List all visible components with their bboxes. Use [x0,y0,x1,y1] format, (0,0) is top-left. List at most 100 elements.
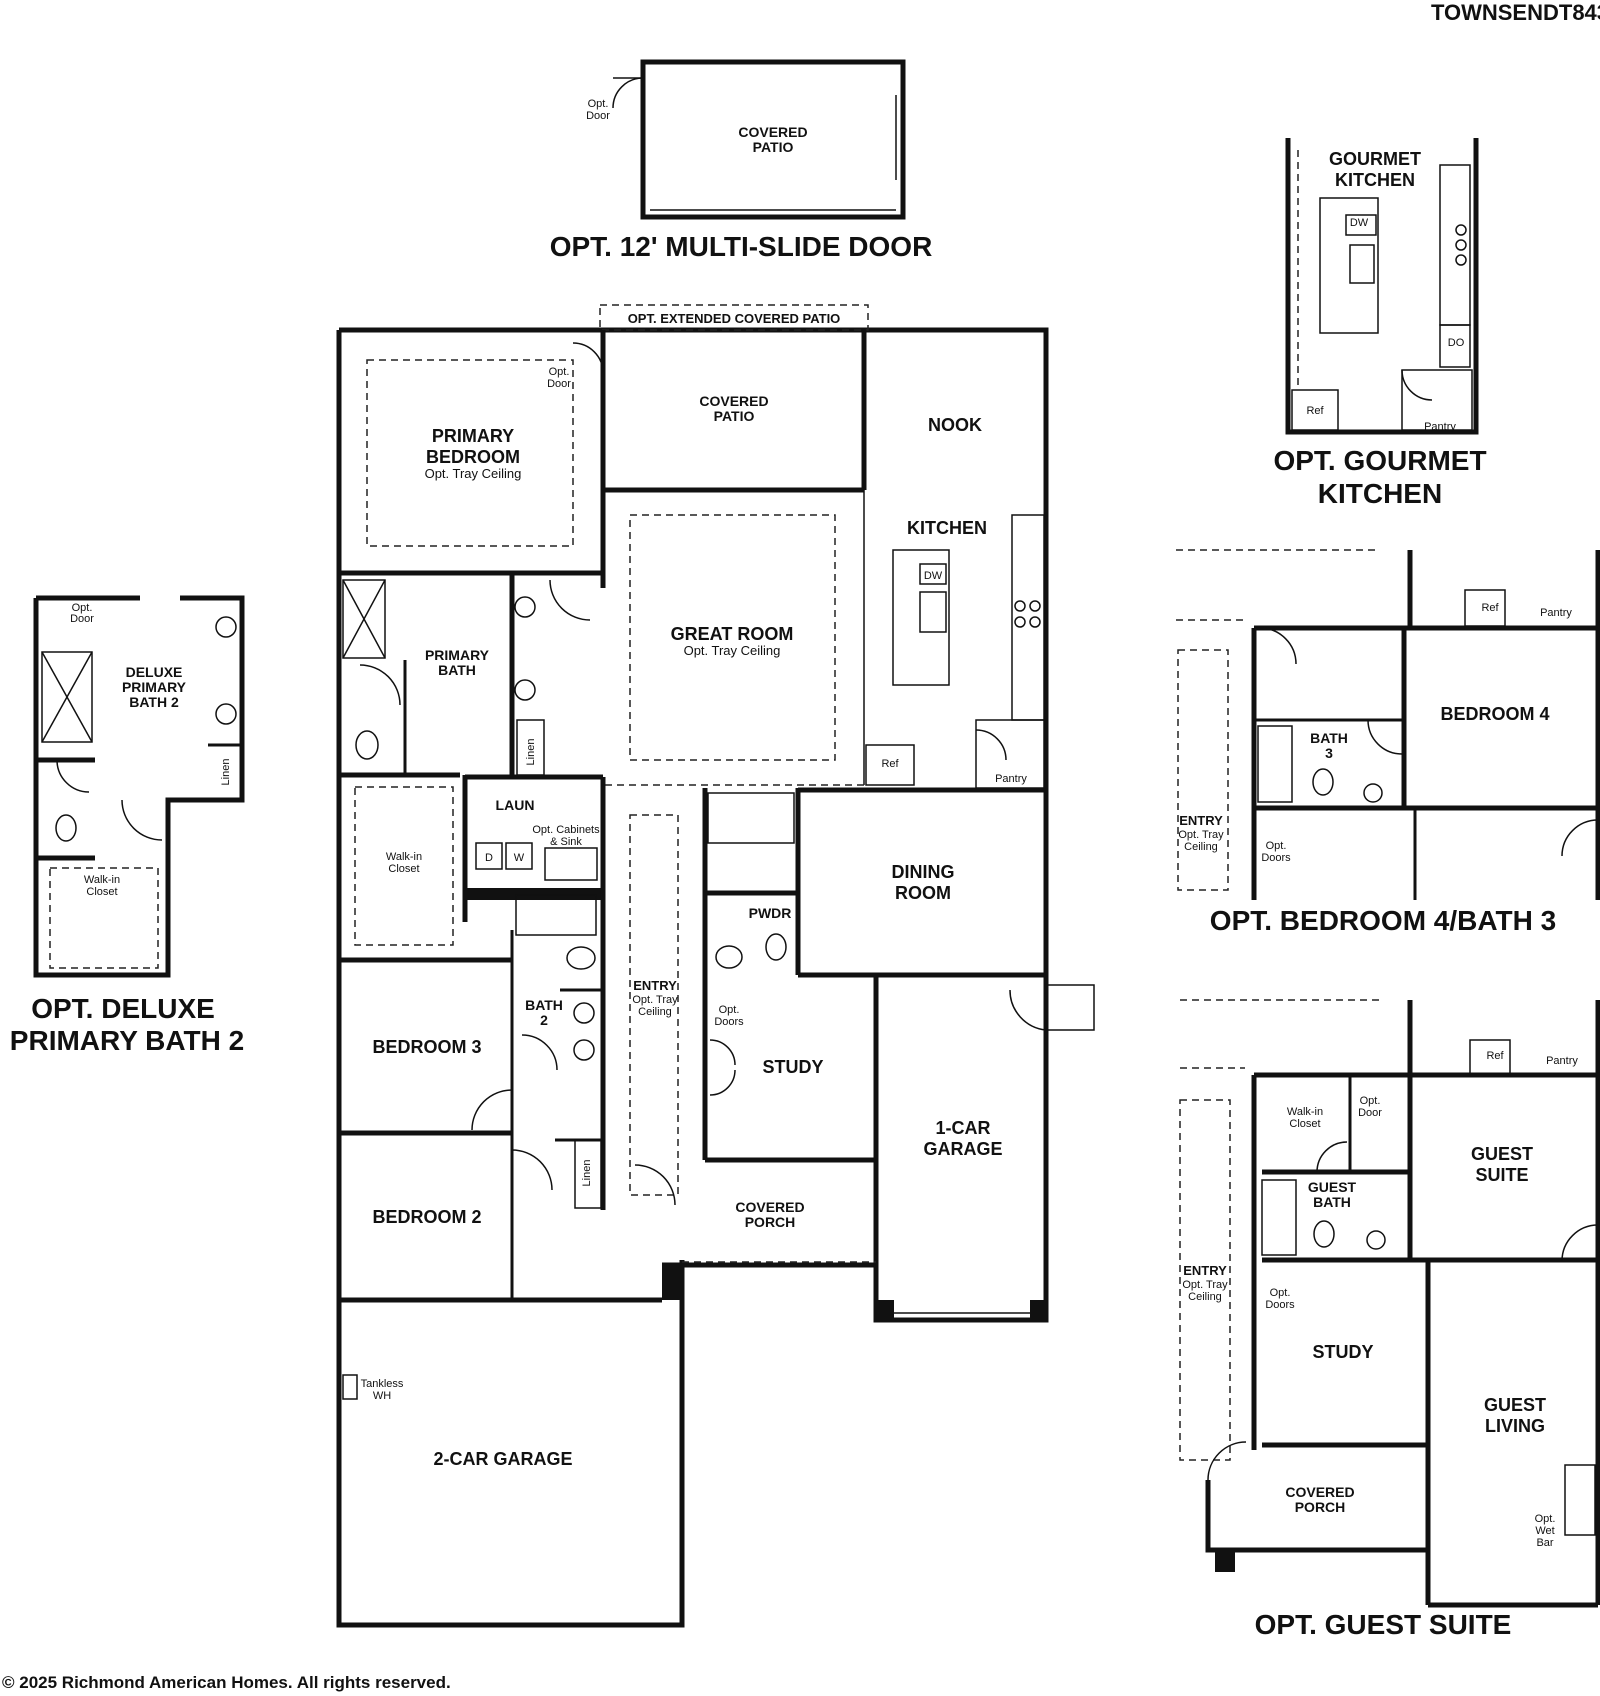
nook-label: NOOK [928,415,982,435]
opt-door-label: Opt. [588,98,609,110]
covered-porch-label: COVERED [735,1199,804,1215]
entry-label: Opt. Tray [1178,829,1224,841]
linen-label: Linen [581,1160,593,1187]
covered-porch-label: COVERED [1285,1484,1354,1500]
copyright: © 2025 Richmond American Homes. All righ… [2,1673,451,1692]
walk-in-closet-label: Walk-in [1287,1106,1323,1118]
opt-door-label: Opt. [72,602,93,614]
ref-label: Ref [1486,1050,1504,1062]
bath2-label: 2 [540,1012,548,1028]
opt-door-label: Door [70,613,94,625]
gourmet-kitchen-label: KITCHEN [1335,170,1415,190]
deluxe-bath-label: BATH 2 [129,694,179,710]
tray-ceiling-label: Opt. Tray Ceiling [425,466,522,481]
garage1-label: 1-CAR [935,1118,990,1138]
opt-door-label: Door [547,378,571,390]
opt-doors-label: Doors [1265,1299,1295,1311]
great-room-label: GREAT ROOM [671,624,794,644]
opt-doors-label: Opt. [719,1004,740,1016]
opt-door-label: Door [586,110,610,122]
dryer-label: D [485,852,493,864]
walk-in-closet-label: Walk-in [386,851,422,863]
powder-room-label: PWDR [749,905,792,921]
covered-patio-label: PATIO [714,408,755,424]
opt-doors-label: Opt. [1270,1287,1291,1299]
extended-patio-label: OPT. EXTENDED COVERED PATIO [628,311,841,326]
dining-room-label: DINING [892,862,955,882]
entry-label: ENTRY [1179,813,1223,828]
primary-bath-label: PRIMARY [425,647,490,663]
entry-label: ENTRY [1183,1263,1227,1278]
guest-living-label: GUEST [1484,1395,1546,1415]
laundry-label: LAUN [496,797,535,813]
opt-doors-label: Opt. [1266,840,1287,852]
option-title-gourmet: OPT. GOURMET [1273,445,1486,476]
plan-code: TOWNSENDT843 [1431,0,1600,25]
option-title-guest-suite: OPT. GUEST SUITE [1255,1609,1512,1640]
main-floor-plan: OPT. EXTENDED COVERED PATIO Opt. Door PR… [336,304,1095,1628]
linen-label: Linen [220,759,232,786]
pantry-label: Pantry [1540,607,1572,619]
opt-door-label: Opt. [549,366,570,378]
covered-porch-label: PORCH [1295,1499,1346,1515]
option-title-gourmet: KITCHEN [1318,478,1442,509]
entry-label: Ceiling [1184,841,1218,853]
tankless-wh-label: Tankless [361,1378,404,1390]
deluxe-bath-label: DELUXE [126,664,183,680]
kitchen-label: KITCHEN [907,518,987,538]
deluxe-bath-label: PRIMARY [122,679,187,695]
opt-cabinets-label: Opt. Cabinets [532,824,600,836]
entry-label: Opt. Tray [632,994,678,1006]
opt-doors-label: Doors [714,1016,744,1028]
wet-bar-label: Opt. [1535,1513,1556,1525]
bedroom2-label: BEDROOM 2 [372,1207,481,1227]
option-title-deluxe: PRIMARY BATH 2 [10,1025,244,1056]
gourmet-kitchen-label: GOURMET [1329,149,1421,169]
dishwasher-label: DW [924,570,943,582]
study-label: STUDY [1312,1342,1373,1362]
entry-label: Ceiling [1188,1291,1222,1303]
ref-label: Ref [1306,405,1324,417]
opt-doors-label: Doors [1261,852,1291,864]
walk-in-closet-label: Walk-in [84,874,120,886]
wet-bar-label: Wet [1535,1525,1554,1537]
primary-bedroom-label: PRIMARY [432,426,514,446]
opt-door-label: Opt. [1360,1095,1381,1107]
pantry-label: Pantry [1546,1055,1578,1067]
walk-in-closet-label: Closet [1289,1118,1320,1130]
option-title-bedroom4: OPT. BEDROOM 4/BATH 3 [1210,905,1556,936]
covered-patio-label: COVERED [738,124,807,140]
garage1-label: GARAGE [923,1139,1002,1159]
walk-in-closet-label: Closet [388,863,419,875]
option-deluxe-bath: Opt. Door DELUXE PRIMARY BATH 2 Linen Wa… [10,595,245,1056]
option-title-deluxe: OPT. DELUXE [31,993,215,1024]
washer-label: W [514,852,525,864]
bath3-label: BATH [1310,730,1348,746]
guest-bath-label: BATH [1313,1194,1351,1210]
wet-bar-label: Bar [1536,1537,1553,1549]
study-label: STUDY [762,1057,823,1077]
dining-room-label: ROOM [895,883,951,903]
opt-door-label: Door [1358,1107,1382,1119]
double-oven-label: DO [1448,337,1465,349]
option-guest-suite: Ref Pantry Walk-in Closet Opt. Door GUES… [1179,999,1600,1640]
option-title-multi-slide: OPT. 12' MULTI-SLIDE DOOR [550,231,933,262]
covered-patio-label: COVERED [699,393,768,409]
bedroom4-label: BEDROOM 4 [1440,704,1549,724]
guest-suite-label: SUITE [1475,1165,1528,1185]
pantry-label: Pantry [1424,421,1456,433]
primary-bedroom-label: BEDROOM [426,447,520,467]
covered-patio-label: PATIO [753,139,794,155]
linen-label: Linen [525,739,537,766]
pantry-label: Pantry [995,773,1027,785]
bath2-label: BATH [525,997,563,1013]
garage2-label: 2-CAR GARAGE [433,1449,572,1469]
option-gourmet-kitchen: DW DO Ref Pantry GOURMET KITCHEN OPT. GO… [1273,138,1487,509]
guest-living-label: LIVING [1485,1416,1545,1436]
entry-label: Ceiling [638,1006,672,1018]
guest-suite-label: GUEST [1471,1144,1533,1164]
tankless-wh-label: WH [373,1390,391,1402]
entry-label: Opt. Tray [1182,1279,1228,1291]
guest-bath-label: GUEST [1308,1179,1357,1195]
